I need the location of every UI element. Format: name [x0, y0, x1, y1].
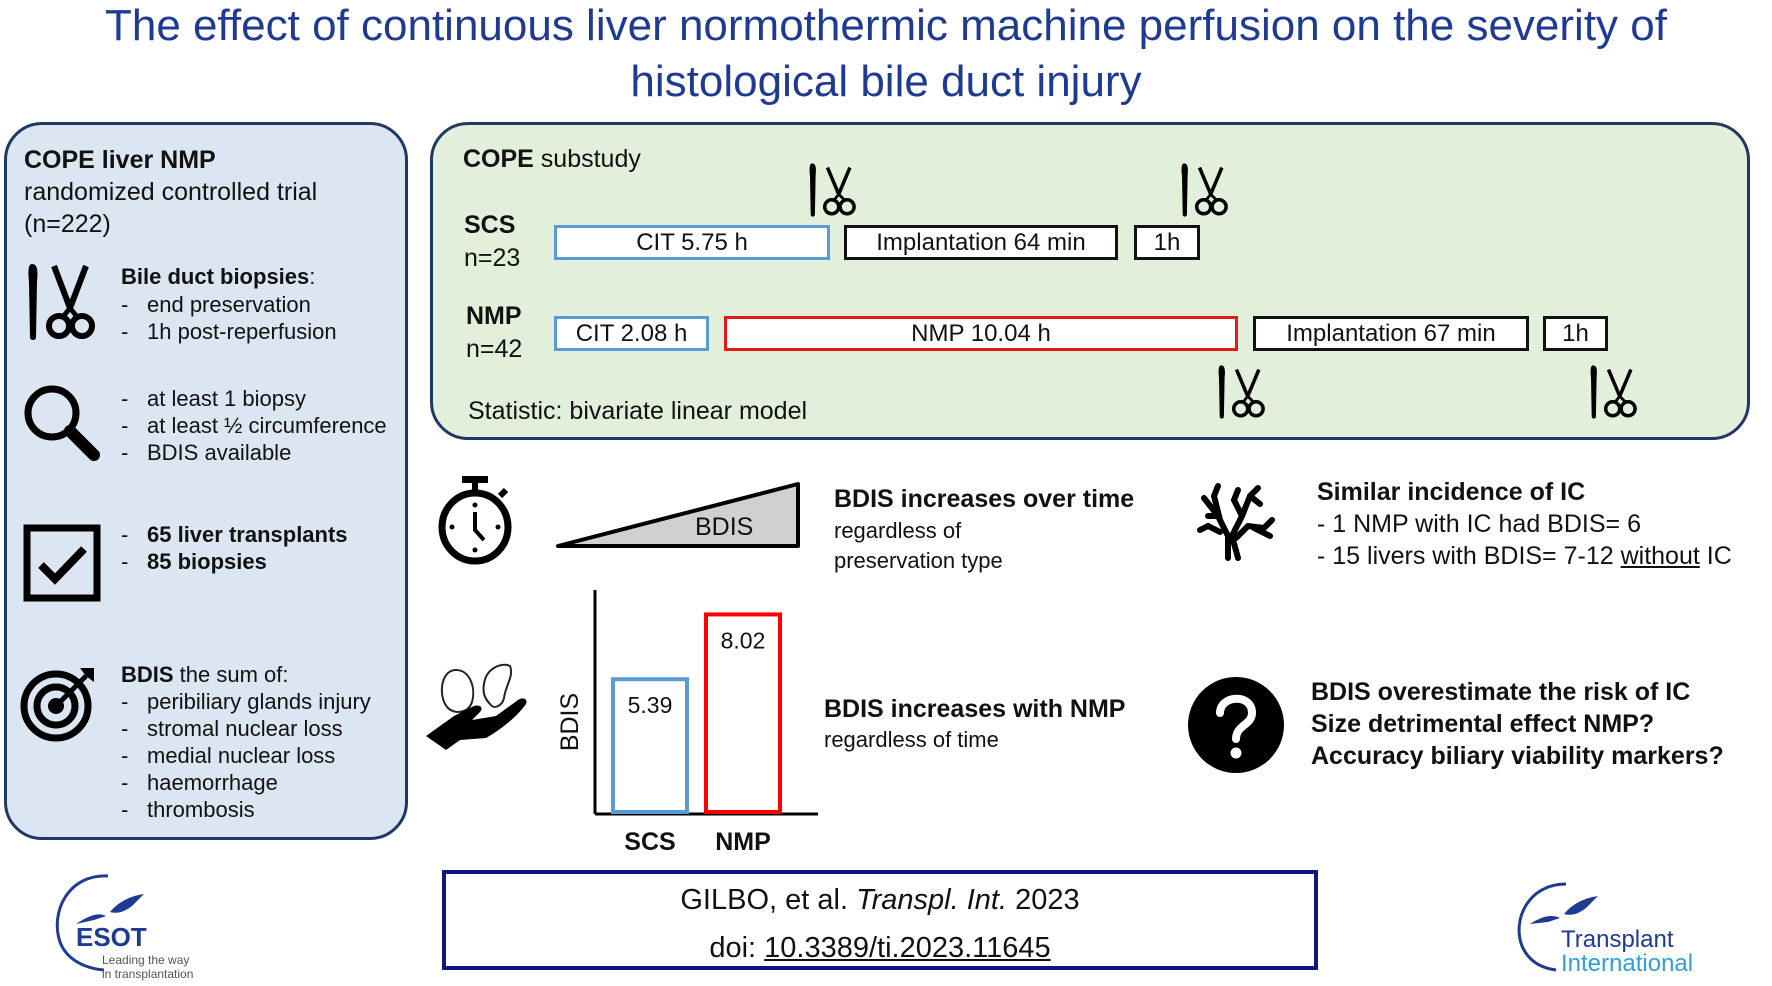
- list-item: -at least ½ circumference: [121, 413, 387, 438]
- list-item: -end preservation: [121, 292, 311, 317]
- scs-cit-segment: CIT 5.75 h: [554, 225, 830, 260]
- citation-box: GILBO, et al. Transpl. Int. 2023 doi: 10…: [442, 870, 1318, 970]
- ti-logo-mark: [1517, 882, 1598, 972]
- bdis-increase-wedge: [556, 482, 800, 548]
- ic-finding-line2: - 15 livers with BDIS= 7-12 without IC: [1317, 542, 1732, 570]
- nmp-group-n: n=42: [466, 335, 523, 363]
- list-item: -haemorrhage: [121, 770, 278, 795]
- x-tick-label-nmp: NMP: [715, 828, 771, 856]
- question-3: Accuracy biliary viability markers?: [1311, 742, 1724, 770]
- bdis-components-list: -peribiliary glands injury -stromal nucl…: [121, 688, 371, 823]
- trial-subheading: randomized controlled trial: [24, 178, 318, 206]
- substudy-panel: [430, 122, 1750, 440]
- nmp-perfusion-segment: NMP 10.04 h: [724, 316, 1238, 351]
- substudy-heading: COPE substudy: [463, 145, 641, 173]
- scs-group-n: n=23: [464, 244, 521, 272]
- biopsy-marker-icon: [1216, 363, 1265, 421]
- nmp-finding-title: BDIS increases with NMP: [824, 695, 1126, 723]
- scs-reperfusion-segment: 1h: [1134, 225, 1200, 260]
- data-label-nmp: 8.02: [721, 627, 766, 653]
- esot-logo-mark: [55, 874, 144, 972]
- scs-implantation-segment: Implantation 64 min: [844, 225, 1118, 260]
- time-finding-line2: preservation type: [834, 548, 1003, 573]
- biopsy-marker-icon: [1179, 161, 1228, 219]
- list-item: -medial nuclear loss: [121, 743, 336, 768]
- ti-line-2: International: [1561, 950, 1694, 977]
- ti-line-1: Transplant: [1561, 926, 1674, 953]
- list-item: -thrombosis: [121, 797, 255, 822]
- list-item: -peribiliary glands injury: [121, 689, 371, 714]
- esot-tagline-2: in transplantation: [102, 967, 194, 981]
- nmp-cit-segment: CIT 2.08 h: [554, 316, 709, 351]
- biopsy-marker-icon: [1588, 363, 1637, 421]
- list-item: -at least 1 biopsy: [121, 386, 306, 411]
- ic-finding-title: Similar incidence of IC: [1317, 478, 1586, 506]
- esot-tagline-1: Leading the way: [102, 953, 190, 967]
- checkbox-icon: [23, 524, 101, 602]
- list-item: -stromal nuclear loss: [121, 716, 343, 741]
- list-item: -1h post-reperfusion: [121, 319, 337, 344]
- biopsy-marker-icon: [807, 161, 856, 219]
- included-list: -65 liver transplants -85 biopsies: [121, 521, 348, 575]
- list-item: -65 liver transplants: [121, 522, 348, 547]
- bar-nmp: [704, 612, 782, 815]
- bile-duct-tree-icon: [1197, 483, 1275, 561]
- question-circle-icon: [1188, 677, 1284, 773]
- trial-heading: COPE liver NMP: [24, 146, 216, 174]
- criteria-list: -at least 1 biopsy -at least ½ circumfer…: [121, 385, 387, 466]
- question-1: BDIS overestimate the risk of IC: [1311, 678, 1691, 706]
- scs-group-label: SCS: [464, 211, 516, 239]
- trial-n: (n=222): [24, 210, 111, 238]
- bdis-title: BDIS the sum of:: [121, 662, 289, 687]
- magnifier-icon: [24, 385, 100, 461]
- ic-finding-line1: - 1 NMP with IC had BDIS= 6: [1317, 510, 1641, 538]
- nmp-reperfusion-segment: 1h: [1543, 316, 1608, 351]
- question-2: Size detrimental effect NMP?: [1311, 710, 1655, 738]
- nmp-implantation-segment: Implantation 67 min: [1253, 316, 1529, 351]
- citation-line: GILBO, et al. Transpl. Int. 2023: [680, 884, 1080, 916]
- scalpel-scissors-icon: [28, 264, 95, 340]
- statistic-note: Statistic: bivariate linear model: [468, 397, 808, 425]
- bar-scs: [611, 677, 689, 814]
- list-item: -85 biopsies: [121, 549, 267, 574]
- nmp-finding-line1: regardless of time: [824, 727, 999, 752]
- title-line-2: histological bile duct injury: [630, 57, 1142, 106]
- x-tick-label-scs: SCS: [624, 828, 675, 856]
- time-finding-line1: regardless of: [834, 518, 962, 543]
- biopsies-list: -end preservation -1h post-reperfusion: [121, 291, 337, 345]
- page-title: The effect of continuous liver normother…: [0, 0, 1772, 110]
- stopwatch-icon: [438, 476, 512, 565]
- hand-liver-icon: [426, 663, 527, 750]
- title-line-1: The effect of continuous liver normother…: [105, 1, 1667, 50]
- esot-name: ESOT: [76, 922, 147, 952]
- list-item: -BDIS available: [121, 440, 292, 465]
- y-axis-label: BDIS: [556, 693, 584, 751]
- data-label-scs: 5.39: [628, 692, 673, 718]
- target-icon: [20, 668, 94, 742]
- doi-line: doi: 10.3389/ti.2023.11645: [709, 932, 1051, 964]
- time-finding-title: BDIS increases over time: [834, 485, 1135, 513]
- doi-link[interactable]: 10.3389/ti.2023.11645: [764, 932, 1051, 964]
- biopsies-title: Bile duct biopsies:: [121, 264, 316, 289]
- nmp-group-label: NMP: [466, 302, 522, 330]
- wedge-label: BDIS: [695, 513, 754, 541]
